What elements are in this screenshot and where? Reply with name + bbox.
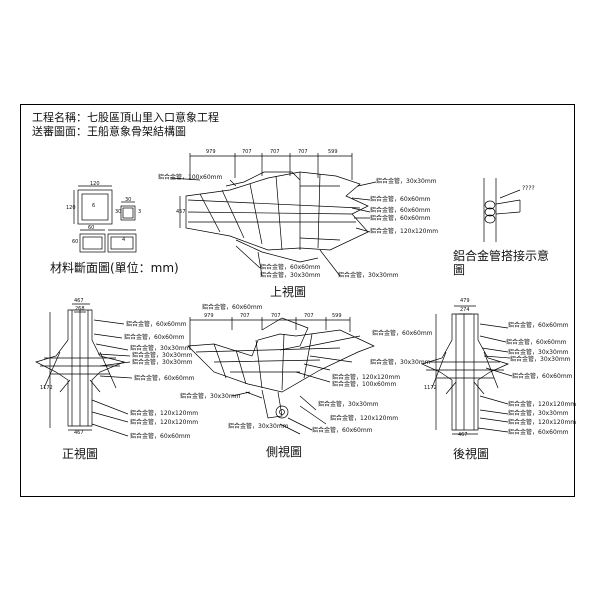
member-label: 鋁合金管，120x120mm	[508, 401, 577, 408]
member-label: 鋁合金管，120x120mm	[332, 374, 401, 381]
member-label: 鋁合金管，60x60mm	[130, 433, 191, 440]
joint-caption-2: 圖	[453, 263, 466, 277]
dim-label: 30	[125, 197, 132, 203]
dim-label: 707	[270, 149, 280, 155]
dim-label: 4	[122, 237, 126, 243]
member-label: 鋁合金管，120x120mm	[130, 410, 199, 417]
dim-label: 467	[74, 298, 84, 304]
member-label: 鋁合金管，60x60mm	[372, 330, 433, 337]
member-label: 鋁合金管，60x60mm	[134, 375, 195, 382]
top-view-caption: 上視圖	[270, 285, 307, 299]
dim-label: 707	[240, 313, 250, 319]
dim-label: 120	[90, 181, 100, 187]
member-label: 鋁合金管，60x60mm	[370, 196, 431, 203]
member-label: 鋁合金管，60x60mm	[508, 429, 569, 436]
member-label: 鋁合金管，60x60mm	[370, 215, 431, 222]
dim-label: 467	[458, 432, 468, 438]
joint-note: ????	[522, 185, 535, 192]
dim-label: 599	[332, 313, 342, 319]
member-label: 鋁合金管，100x60mm	[332, 381, 397, 388]
member-label: 鋁合金管，30x30mm	[508, 410, 569, 417]
member-label: 鋁合金管，60x60mm	[370, 207, 431, 214]
dim-label: 268	[75, 306, 85, 312]
member-label: 鋁合金管，60x60mm	[124, 334, 185, 341]
member-label: 鋁合金管，100x60mm	[158, 174, 223, 181]
drawing-frame	[20, 104, 575, 497]
dim-label: 979	[206, 149, 216, 155]
dim-label: 60	[72, 239, 79, 245]
member-label: 鋁合金管，30x30mm	[260, 272, 321, 279]
member-label: 鋁合金管，60x60mm	[126, 321, 187, 328]
member-label: 鋁合金管，60x60mm	[512, 373, 573, 380]
dim-label: 979	[204, 313, 214, 319]
dim-label: 1172	[424, 385, 437, 391]
member-label: 鋁合金管，30x30mm	[338, 272, 399, 279]
material-caption: 材料斷面圖(單位：mm)	[50, 261, 179, 275]
member-label: 鋁合金管，30x30mm	[228, 423, 289, 430]
member-label: 鋁合金管，120x120mm	[508, 419, 577, 426]
member-label: 鋁合金管，120x120mm	[330, 415, 399, 422]
section-60x60	[79, 229, 137, 253]
side-view-caption: 側視圖	[266, 445, 303, 459]
member-label: 鋁合金管，30x30mm	[132, 352, 193, 359]
section-30x30	[120, 201, 136, 221]
back-view	[420, 305, 513, 435]
dim-label: 479	[460, 298, 470, 304]
dim-label: 467	[74, 430, 84, 436]
back-view-caption: 後視圖	[453, 447, 490, 461]
member-label: 鋁合金管，60x60mm	[202, 304, 263, 311]
member-label: 鋁合金管，30x30mm	[508, 349, 569, 356]
member-label: 鋁合金管，30x30mm	[510, 356, 571, 363]
dim-label: 3	[138, 209, 142, 215]
member-label: 鋁合金管，30x30mm	[180, 393, 241, 400]
dim-label: 120	[66, 205, 76, 211]
member-label: 鋁合金管，60x60mm	[508, 322, 569, 329]
member-label: 鋁合金管，30x30mm	[370, 359, 431, 366]
dim-label: 1172	[40, 385, 53, 391]
member-label: 鋁合金管，30x30mm	[318, 401, 379, 408]
dim-label: 60	[88, 225, 95, 231]
dim-label: 30	[115, 209, 122, 215]
member-label: 鋁合金管，30x30mm	[376, 178, 437, 185]
dim-label: 457	[176, 209, 186, 215]
joint-caption: 鋁合金管搭接示意	[453, 249, 550, 263]
member-label: 鋁合金管，120x120mm	[130, 419, 199, 426]
drawing-title: 送審圖面：王船意象骨架結構圖	[32, 125, 186, 138]
joint-detail	[483, 178, 521, 242]
dim-label: 599	[328, 149, 338, 155]
dim-label: 274	[460, 307, 470, 313]
member-label: 鋁合金管，30x30mm	[132, 359, 193, 366]
top-view	[169, 153, 377, 277]
member-label: 鋁合金管，60x60mm	[312, 427, 373, 434]
member-label: 鋁合金管，60x60mm	[506, 339, 567, 346]
member-label: 鋁合金管，60x60mm	[260, 264, 321, 271]
member-label: 鋁合金管，30x30mm	[130, 345, 191, 352]
dim-label: 707	[271, 313, 281, 319]
section-120x120	[73, 185, 113, 225]
front-view-caption: 正視圖	[62, 447, 99, 461]
front-view	[35, 303, 133, 437]
dim-label: 707	[298, 149, 308, 155]
member-label: 鋁合金管，120x120mm	[370, 228, 439, 235]
side-view	[187, 317, 375, 435]
dim-label: 707	[304, 313, 314, 319]
dim-label: 6	[92, 203, 96, 209]
dim-label: 707	[242, 149, 252, 155]
project-title: 工程名稱：七股區頂山里入口意象工程	[32, 111, 219, 124]
